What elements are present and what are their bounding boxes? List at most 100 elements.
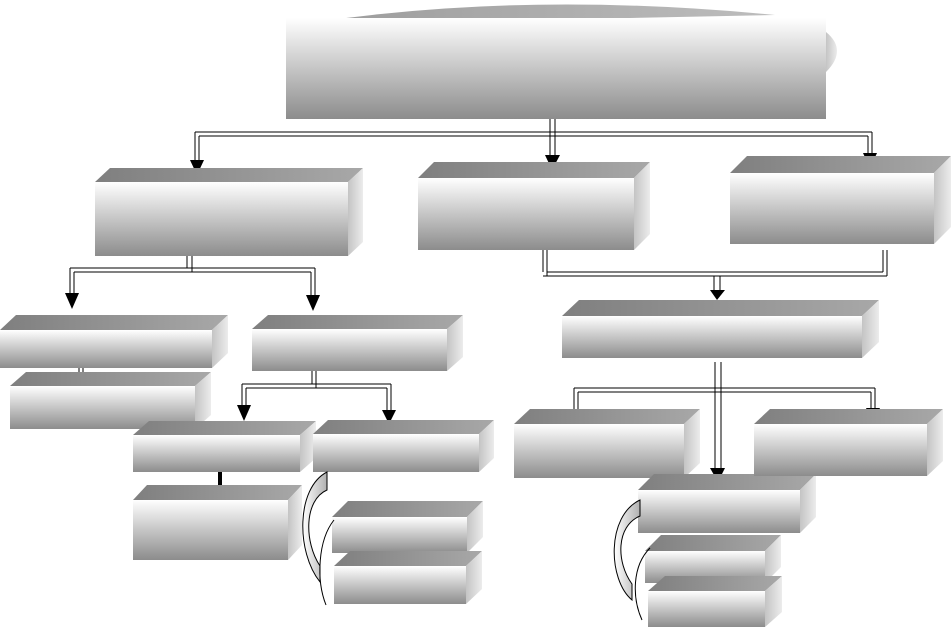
box-top: [562, 300, 879, 316]
curved-arrow-right-tail: [634, 547, 651, 621]
connector-l1-left-bus: [70, 267, 315, 273]
node-m-center-sub2: [648, 576, 782, 627]
box-side: [447, 315, 463, 371]
box-side: [467, 501, 483, 553]
node-l3-b2-sub1: [332, 501, 483, 553]
box-top: [0, 315, 228, 330]
box-side: [862, 300, 879, 358]
box-top: [10, 372, 211, 386]
box-side: [927, 409, 943, 476]
node-l3-b2: [313, 420, 494, 472]
node-merge: [562, 300, 879, 358]
connector-merge-bus-2: [574, 387, 875, 393]
connector-merge-stem: [714, 362, 722, 388]
box-face: [0, 330, 212, 368]
box-top: [418, 162, 650, 178]
connector-merge-bus: [543, 271, 887, 277]
node-l3-b1-sub: [133, 485, 302, 560]
node-l3-b1: [133, 421, 316, 472]
box-top: [334, 551, 482, 566]
root-banner-face: [286, 18, 826, 119]
boxes: [0, 156, 951, 627]
node-m-center-sub1: [645, 535, 781, 583]
connector-to-l3-b1: [241, 384, 247, 405]
box-top: [133, 485, 302, 500]
node-root: [286, 4, 837, 119]
arrowhead-l1-left: [190, 160, 204, 175]
box-side: [765, 576, 782, 627]
arrowhead-l2-a: [65, 293, 79, 309]
box-side: [288, 485, 302, 560]
connectors: [69, 118, 888, 468]
connector-to-merge: [713, 276, 721, 290]
box-side: [479, 420, 494, 472]
box-top: [95, 168, 363, 182]
connector-to-m-right: [870, 388, 876, 408]
connector-root-bus: [195, 131, 872, 137]
arrowhead-l3-b1: [237, 405, 251, 421]
box-top: [648, 576, 782, 591]
curved-arrow-right: [613, 499, 651, 621]
box-face: [562, 316, 862, 358]
arrowhead-l2-b: [306, 295, 320, 311]
curved-arrow-right-body: [613, 499, 641, 602]
box-face: [334, 566, 466, 604]
curved-arrow-left-body: [302, 471, 328, 584]
box-face: [133, 500, 288, 560]
connector-to-m-left: [573, 388, 579, 410]
box-face: [252, 329, 447, 371]
box-side: [934, 156, 951, 244]
box-top: [313, 420, 494, 434]
connector-to-l1-mid: [549, 132, 556, 155]
connector-l1-mid-down: [542, 250, 548, 276]
box-face: [418, 178, 634, 250]
curved-arrow-left-tail: [319, 519, 335, 606]
box-side: [800, 474, 816, 533]
node-l2-a-sub: [10, 372, 211, 429]
box-top: [645, 535, 781, 551]
connector-to-l1-right: [867, 132, 873, 153]
connector-to-m-center: [714, 388, 722, 468]
node-l1-left: [95, 168, 363, 256]
node-l2-a: [0, 315, 228, 368]
box-top: [730, 156, 951, 173]
arrowhead-merge: [710, 290, 725, 300]
node-l1-mid: [418, 162, 650, 250]
connector-l1-right-down: [882, 250, 888, 276]
box-side: [466, 551, 482, 604]
connector-l2-b-bus: [242, 383, 391, 389]
box-top: [638, 474, 816, 490]
box-top: [133, 421, 316, 435]
connector-to-l2-a: [69, 268, 75, 293]
box-face: [648, 591, 765, 627]
box-side: [765, 535, 781, 583]
box-face: [514, 424, 684, 478]
connector-to-l3-b2: [386, 384, 392, 410]
box-face: [730, 173, 934, 244]
box-face: [313, 434, 479, 472]
connector-l1-left-stem: [186, 255, 193, 272]
box-face: [332, 517, 467, 553]
box-top: [514, 409, 700, 424]
node-l2-b: [252, 315, 463, 371]
root-banner-curl: [826, 32, 837, 72]
box-side: [684, 409, 700, 478]
box-face: [754, 424, 927, 476]
connector-root-stem: [549, 118, 556, 136]
arrowhead-l3-b2: [382, 410, 396, 424]
node-m-left: [514, 409, 700, 478]
box-side: [212, 315, 228, 368]
connector-to-l2-b: [310, 268, 316, 295]
node-l3-b2-sub2: [334, 551, 482, 604]
box-top: [332, 501, 483, 517]
node-l1-right: [730, 156, 951, 244]
box-top: [252, 315, 463, 329]
node-m-center: [638, 474, 816, 533]
box-side: [634, 162, 650, 250]
box-face: [638, 490, 800, 533]
box-side: [300, 421, 316, 472]
curved-arrow-left: [302, 471, 335, 606]
box-face: [95, 182, 348, 256]
connector-l3-b1-to-sub: [218, 472, 222, 485]
